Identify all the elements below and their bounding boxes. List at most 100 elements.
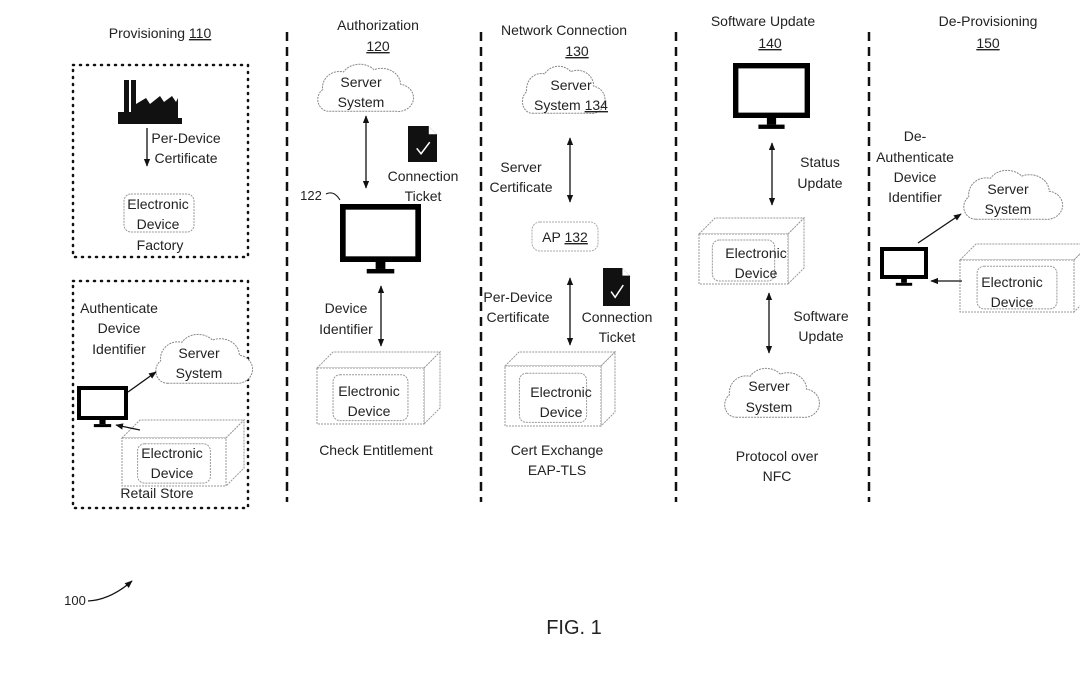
auth-server-label: System — [338, 94, 385, 110]
monitor-base — [366, 268, 395, 274]
cloud-icon — [521, 65, 606, 114]
net-server-label: System 134 — [534, 97, 608, 113]
document-check-icon — [603, 268, 630, 306]
authorization-ref: 120 — [366, 38, 390, 54]
device-inner-box — [332, 374, 409, 422]
device-inner-box — [137, 443, 211, 484]
device-inner-box — [518, 372, 588, 423]
box-top — [958, 243, 1080, 261]
factory-region — [71, 63, 250, 259]
device-inner-box — [711, 239, 776, 282]
box-top — [503, 351, 617, 367]
cloud-outline — [155, 333, 254, 384]
deprov-ref: 150 — [976, 35, 1000, 51]
auth-arrow-label: Device — [325, 300, 368, 316]
network-title: Network Connection — [501, 22, 627, 38]
retail-server-label: Server — [178, 345, 220, 361]
auth-device-label: Device — [348, 403, 391, 419]
access-point-box — [531, 221, 599, 252]
ref-leader-line — [325, 192, 341, 201]
monitor-ref-122: 122 — [300, 188, 322, 203]
cloud-icon — [317, 63, 415, 112]
monitor-icon — [880, 247, 928, 286]
figure-caption: FIG. 1 — [546, 617, 602, 639]
document-body — [603, 268, 630, 306]
ap-label: AP 132 — [542, 229, 588, 245]
retail-auth-label: Authenticate — [80, 300, 158, 316]
monitor-icon — [733, 62, 811, 129]
factory-device-label: Device — [137, 216, 180, 232]
monitor-neck — [99, 420, 106, 425]
retail-auth-label: Identifier — [92, 341, 146, 357]
deauth-label: Device — [894, 169, 937, 185]
server-cert-label: Server — [500, 159, 542, 175]
sw-caption: Protocol over — [736, 448, 819, 464]
net-caption: Cert Exchange — [511, 442, 604, 458]
arrow — [115, 423, 141, 431]
auth-caption: Check Entitlement — [319, 442, 433, 458]
deprov-title: De-Provisioning — [939, 13, 1038, 29]
deprov-device-label: Device — [991, 294, 1034, 310]
factory-label: Factory — [137, 237, 184, 253]
net-ticket-label: Connection — [582, 309, 653, 325]
deauth-label: De- — [904, 128, 927, 144]
sw-device-label: Device — [735, 265, 778, 281]
monitor-neck — [766, 118, 777, 125]
net-device-label: Electronic — [530, 384, 591, 400]
software-update-label: Software — [793, 308, 848, 324]
device-box-icon — [120, 418, 246, 488]
sw-server-label: System — [746, 399, 793, 415]
per-device-cert-label: Certificate — [486, 309, 549, 325]
document-fold — [621, 268, 630, 277]
network-ref: 130 — [565, 43, 589, 59]
cloud-outline — [317, 63, 415, 112]
arrow — [127, 371, 157, 393]
cloud-icon — [155, 333, 254, 384]
net-caption: EAP-TLS — [528, 462, 586, 478]
factory-device-box — [123, 193, 195, 233]
software-title: Software Update — [711, 13, 815, 29]
status-update-label: Update — [797, 175, 842, 191]
cloud-icon — [963, 169, 1064, 220]
net-device-label: Device — [540, 404, 583, 420]
document-check-icon — [408, 126, 437, 162]
monitor-screen — [339, 204, 421, 263]
factory-arrow-label: Per-Device — [151, 130, 220, 146]
cloud-outline — [724, 367, 820, 418]
device-box-icon — [503, 350, 617, 428]
cloud-outline — [521, 65, 606, 114]
check-mark — [416, 141, 431, 155]
monitor-screen — [77, 386, 128, 420]
authorization-title: Authorization — [337, 17, 419, 33]
figure-ref: 100 — [64, 593, 86, 608]
auth-ticket-label: Ticket — [405, 188, 442, 204]
cloud-icon — [724, 367, 820, 418]
box-side — [600, 350, 616, 428]
net-ticket-label: Ticket — [599, 329, 636, 345]
retail-server-label: System — [176, 365, 223, 381]
device-inner-box — [976, 265, 1058, 310]
monitor-base — [895, 282, 913, 286]
monitor-icon — [77, 386, 128, 428]
net-server-label: Server — [550, 77, 592, 93]
monitor-base — [758, 124, 785, 129]
figure-ref-arrow — [87, 580, 133, 602]
sw-caption: NFC — [763, 468, 792, 484]
check-mark — [610, 284, 624, 299]
monitor-screen — [880, 247, 928, 279]
auth-device-label: Electronic — [338, 383, 399, 399]
auth-server-label: Server — [340, 74, 382, 90]
auth-arrow-label: Identifier — [319, 321, 373, 337]
retail-auth-label: Device — [98, 320, 141, 336]
provisioning-title: Provisioning 110 — [109, 25, 212, 41]
sw-server-label: Server — [748, 378, 790, 394]
box-top — [315, 351, 442, 369]
deauth-label: Authenticate — [876, 149, 954, 165]
arrow — [917, 213, 962, 244]
device-box-icon — [958, 243, 1080, 314]
device-box-icon — [697, 216, 806, 286]
deauth-label: Identifier — [888, 189, 942, 205]
retail-device-label: Device — [151, 465, 194, 481]
status-update-label: Status — [800, 154, 840, 170]
monitor-neck — [901, 279, 907, 283]
